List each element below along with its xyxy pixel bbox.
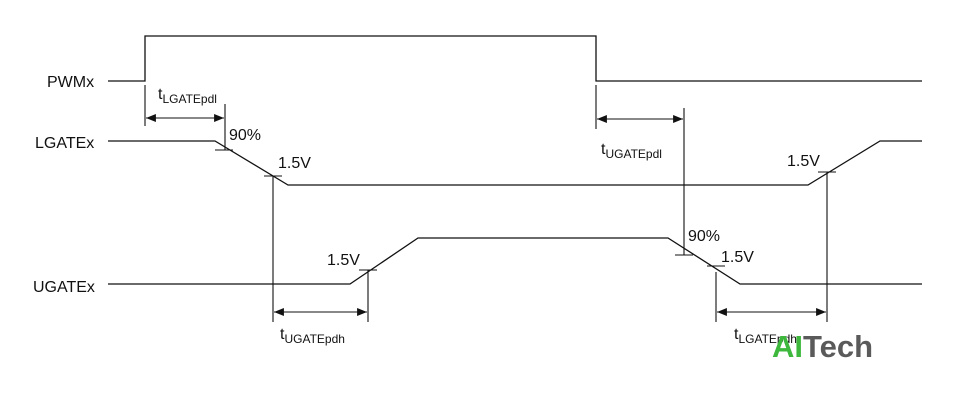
lgate-15v-rise-label: 1.5V: [787, 153, 820, 170]
crossing-ticks: [215, 149, 836, 271]
t-ugate-pdh-label: tUGATEpdh: [280, 326, 345, 346]
ugate-90-label: 90%: [688, 228, 720, 245]
ugate-15v-rise-label: 1.5V: [327, 252, 360, 269]
svg-text:AITech: AITech: [772, 329, 873, 364]
t-lgate-pdh-label: tLGATEpdh: [734, 326, 797, 346]
pwm-signal-label: PWMx: [47, 74, 94, 91]
lgate-90-label: 90%: [229, 127, 261, 144]
ugate-signal-label: UGATEx: [33, 279, 95, 296]
t-ugate-pdl-label: tUGATEpdl: [601, 141, 662, 161]
pwm-waveform: [108, 35, 922, 82]
t-lgate-pdl-label: tLGATEpdl: [158, 86, 217, 106]
watermark-part-b: Tech: [803, 329, 873, 364]
ugate-15v-fall-label: 1.5V: [721, 249, 754, 266]
watermark-part-a: AI: [772, 329, 803, 364]
lgate-waveform: [108, 140, 922, 186]
aitech-watermark-logo: AITech: [772, 329, 873, 364]
ugate-waveform: [108, 237, 922, 285]
lgate-15v-label: 1.5V: [278, 155, 311, 172]
lgate-signal-label: LGATEx: [35, 135, 94, 152]
